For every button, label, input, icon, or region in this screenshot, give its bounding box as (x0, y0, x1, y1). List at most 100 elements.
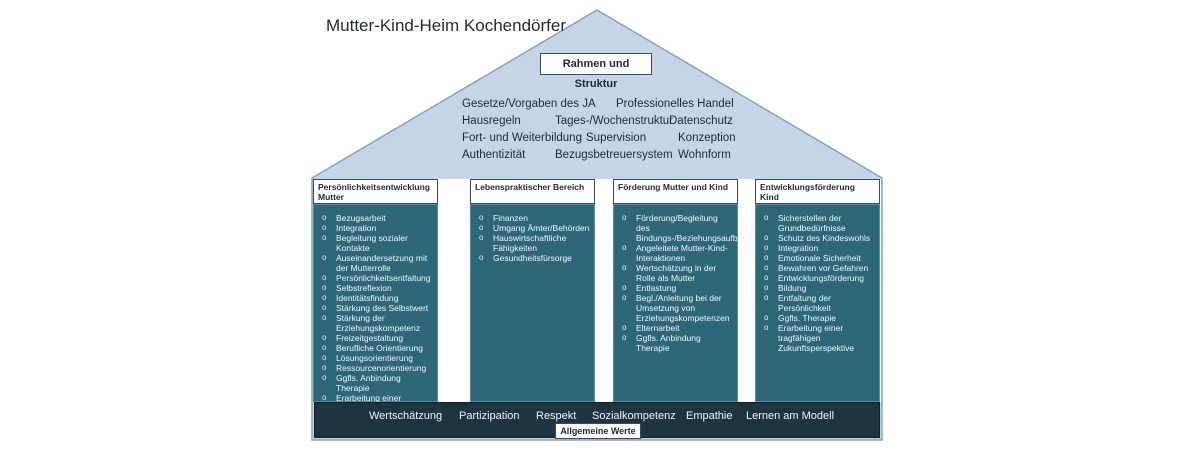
bullet-icon: o (764, 293, 769, 302)
roof-item: Bezugsbetreuersystem (555, 149, 673, 161)
pillar-title-personality: Persönlichkeitsentwicklung Mutter (313, 179, 438, 204)
pillar-title-child-development: Entwicklungsförderung Kind (755, 179, 880, 204)
bullet-icon: o (764, 273, 769, 282)
roof-item: Tages-/Wochenstruktur (555, 115, 674, 127)
roof-label: Rahmen und Struktur (540, 53, 652, 90)
bullet-icon: o (764, 323, 769, 332)
bullet-icon: o (322, 353, 327, 362)
page-title: Mutter-Kind-Heim Kochendörfer (326, 16, 566, 35)
value-item: Respekt (536, 410, 577, 422)
bullet-icon: o (622, 283, 627, 292)
roof-item: Datenschutz (669, 115, 733, 127)
roof-item: Wohnform (678, 149, 731, 161)
bullet-icon: o (764, 283, 769, 292)
foundation-label: Allgemeine Werte (555, 423, 641, 439)
roof-item: Konzeption (678, 132, 736, 144)
value-item: Sozialkompetenz (592, 410, 676, 422)
pillar-title-practical: Lebenspraktischer Bereich (470, 179, 595, 204)
bullet-icon: o (764, 263, 769, 272)
pillar-title-mother-child: Förderung Mutter und Kind (613, 179, 738, 204)
bullet-icon: o (322, 293, 327, 302)
bullet-icon: o (322, 303, 327, 312)
bullet-icon: o (764, 253, 769, 262)
bullet-icon: o (322, 223, 327, 232)
bullet-icon: o (322, 373, 327, 382)
bullet-icon: o (479, 253, 484, 262)
bullet-icon: o (322, 313, 327, 322)
bullet-icon: o (322, 393, 327, 402)
value-item: Wertschätzung (369, 410, 443, 422)
value-item: Lernen am Modell (746, 410, 835, 422)
bullet-icon: o (322, 253, 327, 262)
roof-item: Fort- und Weiterbildung (462, 132, 582, 144)
bullet-icon: o (764, 313, 769, 322)
bullet-icon: o (479, 213, 484, 222)
bullet-icon: o (764, 213, 769, 222)
roof-item: Authentizität (462, 149, 526, 161)
bullet-icon: o (622, 293, 627, 302)
roof-item: Professionelles Handel (616, 98, 734, 110)
bullet-icon: o (622, 333, 627, 342)
bullet-icon: o (322, 213, 327, 222)
bullet-icon: o (322, 343, 327, 352)
bullet-icon: o (622, 323, 627, 332)
roof-item: Gesetze/Vorgaben des JA (462, 98, 596, 110)
bullet-icon: o (622, 213, 627, 222)
bullet-icon: o (764, 233, 769, 242)
roof-item: Supervision (586, 132, 647, 144)
bullet-icon: o (322, 273, 327, 282)
value-item: Partizipation (459, 410, 520, 422)
bullet-icon: o (479, 233, 484, 242)
bullet-icon: o (322, 363, 327, 372)
bullet-icon: o (322, 333, 327, 342)
bullet-icon: o (622, 243, 627, 252)
bullet-icon: o (764, 243, 769, 252)
bullet-icon: o (479, 223, 484, 232)
bullet-icon: o (622, 263, 627, 272)
bullet-icon: o (322, 233, 327, 242)
value-item: Empathie (686, 410, 733, 422)
